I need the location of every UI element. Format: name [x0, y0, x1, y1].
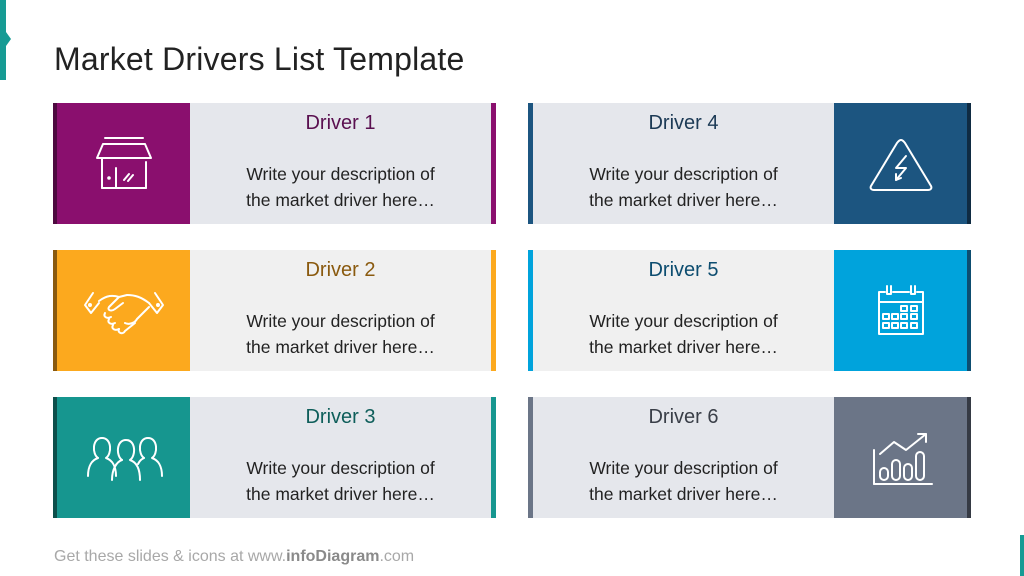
card-edge	[53, 250, 57, 371]
corner-accent-bar	[1020, 535, 1024, 576]
driver-description-line: the market driver here…	[589, 484, 778, 504]
driver-description-line: the market driver here…	[589, 190, 778, 210]
growth-chart-icon	[834, 397, 967, 518]
footer-brand[interactable]: infoDiagram	[286, 548, 380, 565]
driver-description-line: the market driver here…	[246, 190, 435, 210]
handshake-icon	[57, 250, 190, 371]
card-edge	[53, 397, 57, 518]
driver-title: Driver 3	[305, 406, 376, 428]
driver-description-line: Write your description of	[246, 311, 435, 331]
driver-title: Driver 1	[305, 112, 376, 134]
card-edge	[967, 103, 971, 224]
card-edge	[967, 250, 971, 371]
driver-description-line: Write your description of	[589, 164, 778, 184]
store-icon	[57, 103, 190, 224]
driver-description-line: Write your description of	[246, 164, 435, 184]
driver-card-3: Driver 3 Write your description of the m…	[53, 397, 496, 518]
driver-description-line: Write your description of	[246, 458, 435, 478]
slide-accent-bar	[0, 0, 6, 80]
card-text: Driver 6 Write your description of the m…	[533, 397, 834, 518]
calendar-icon	[834, 250, 967, 371]
card-edge	[491, 103, 496, 224]
footer-suffix: .com	[379, 548, 415, 565]
people-group-icon	[57, 397, 190, 518]
driver-description-line: the market driver here…	[246, 337, 435, 357]
card-edge	[491, 397, 496, 518]
card-edge	[528, 397, 533, 518]
driver-title: Driver 2	[305, 259, 376, 281]
card-text: Driver 2 Write your description of the m…	[190, 250, 491, 371]
driver-description-line: the market driver here…	[246, 484, 435, 504]
slide-accent-notch	[6, 32, 11, 46]
card-text: Driver 3 Write your description of the m…	[190, 397, 491, 518]
footer-credit: Get these slides & icons at www.infoDiag…	[54, 548, 414, 566]
card-edge	[967, 397, 971, 518]
driver-card-5: Driver 5 Write your description of the m…	[528, 250, 971, 371]
card-edge	[53, 103, 57, 224]
card-edge	[491, 250, 496, 371]
card-text: Driver 5 Write your description of the m…	[533, 250, 834, 371]
driver-card-4: Driver 4 Write your description of the m…	[528, 103, 971, 224]
driver-card-1: Driver 1 Write your description of the m…	[53, 103, 496, 224]
driver-description-line: Write your description of	[589, 311, 778, 331]
footer-prefix: Get these slides & icons at www.	[54, 548, 287, 565]
card-text: Driver 4 Write your description of the m…	[533, 103, 834, 224]
driver-title: Driver 6	[648, 406, 719, 428]
slide-title: Market Drivers List Template	[54, 41, 465, 78]
driver-title: Driver 5	[648, 259, 719, 281]
driver-title: Driver 4	[648, 112, 719, 134]
high-voltage-warning-icon	[834, 103, 967, 224]
driver-description-line: the market driver here…	[589, 337, 778, 357]
driver-card-6: Driver 6 Write your description of the m…	[528, 397, 971, 518]
card-edge	[528, 250, 533, 371]
driver-card-2: Driver 2 Write your description of the m…	[53, 250, 496, 371]
driver-description-line: Write your description of	[589, 458, 778, 478]
card-edge	[528, 103, 533, 224]
card-text: Driver 1 Write your description of the m…	[190, 103, 491, 224]
